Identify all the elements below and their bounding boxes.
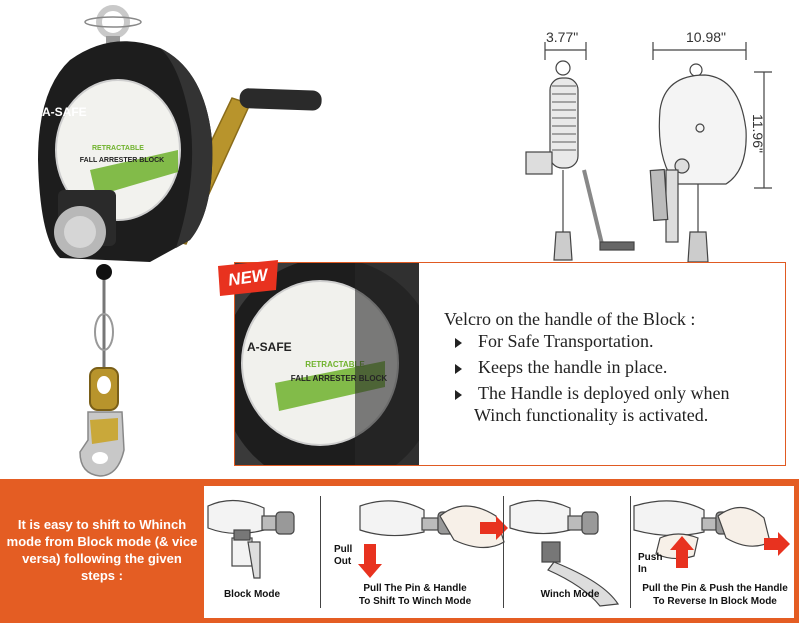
step-divider: [630, 496, 631, 608]
pull-out-label: Pull Out: [334, 544, 353, 567]
height-dimension: 11.96": [750, 114, 766, 153]
push-in-label: Push In: [638, 552, 663, 575]
velcro-title: Velcro on the handle of the Block :: [444, 309, 696, 329]
step-caption-winch-mode: Winch Mode: [540, 589, 600, 600]
step-caption-push-handle: Pull the Pin & Push the Handle To Revers…: [642, 583, 788, 607]
step-caption-pull-pin: Pull The Pin & Handle To Shift To Winch …: [358, 583, 472, 607]
step-block-mode-icon: [207, 499, 295, 579]
pull-pin-arrow-icon: [764, 532, 790, 556]
velcro-closeup-image: A-SAFE RETRACTABLE FALL ARRESTER BLOCK: [235, 263, 419, 465]
step-illustrations: [207, 499, 790, 607]
brand-logo: A-SAFE: [42, 105, 87, 119]
dimension-drawings: [525, 42, 772, 263]
product-image: A-SAFE RETRACTABLE FALL ARRESTER BLOCK: [38, 5, 322, 477]
width-dimension: 10.98": [686, 29, 727, 45]
step-divider: [503, 496, 504, 608]
feature-item-keeps-handle: Keeps the handle in place.: [478, 357, 668, 377]
pull-out-arrow-icon: [358, 544, 382, 578]
label-fall-arrester: FALL ARRESTER BLOCK: [80, 157, 164, 164]
step-winch-mode-icon: [509, 499, 620, 607]
step-pull-out-icon: [359, 500, 505, 549]
pull-arrow-icon: [480, 516, 508, 540]
front-view-drawing-icon: [649, 42, 772, 263]
depth-dimension: 3.77": [546, 29, 579, 45]
step-caption-block-mode: Block Mode: [223, 589, 281, 600]
closeup-label-fall-arrester: FALL ARRESTER BLOCK: [291, 374, 388, 383]
new-badge-icon: [218, 260, 278, 296]
feature-item-handle-deployed: The Handle is deployed only when: [478, 383, 730, 403]
swivel-ring-icon: [84, 5, 142, 46]
feature-item-continuation: Winch functionality is activated.: [474, 405, 709, 425]
label-retractable: RETRACTABLE: [92, 145, 144, 152]
instructions-text: It is easy to shift to Whinch mode from …: [6, 517, 198, 583]
bullet-arrow-icon: [455, 338, 462, 348]
side-view-drawing-icon: [525, 42, 635, 261]
push-in-arrow-icon: [670, 536, 694, 568]
cable-hook-icon: [79, 264, 125, 477]
bullet-arrow-icon: [455, 390, 462, 400]
closeup-label-retractable: RETRACTABLE: [305, 360, 365, 369]
feature-item-safe-transport: For Safe Transportation.: [478, 331, 654, 351]
closeup-brand-logo: A-SAFE: [247, 340, 292, 354]
step-push-in-icon: [633, 500, 771, 560]
step-divider: [320, 496, 321, 608]
block-body-icon: [38, 41, 213, 262]
bullet-arrow-icon: [455, 364, 462, 374]
